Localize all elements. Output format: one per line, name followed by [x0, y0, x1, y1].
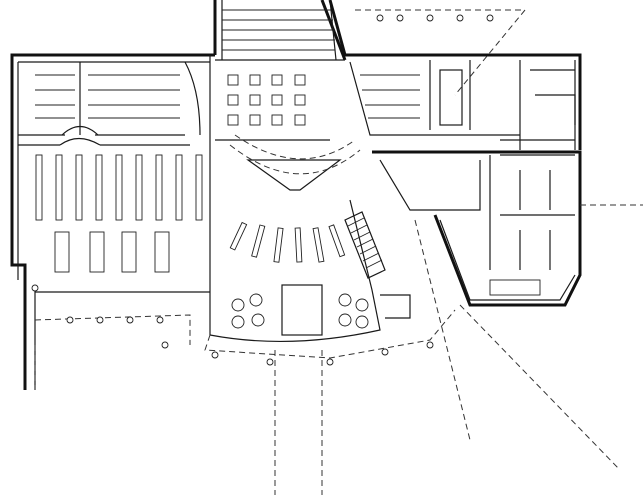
book-stacks: [35, 154, 203, 221]
stage: [281, 284, 323, 336]
round-tables: [231, 293, 369, 329]
right-wing: [328, 0, 582, 150]
auditorium-seating: [229, 221, 346, 263]
columns: [31, 14, 494, 366]
restroom: [439, 69, 463, 126]
central-hall: [204, 55, 456, 495]
entry-corridor: [213, 0, 347, 61]
reading-tables: [54, 231, 170, 273]
left-wing: [10, 53, 215, 390]
stair: [344, 211, 386, 279]
study-carrels: [227, 74, 306, 126]
lower-right-wing: [372, 150, 643, 471]
